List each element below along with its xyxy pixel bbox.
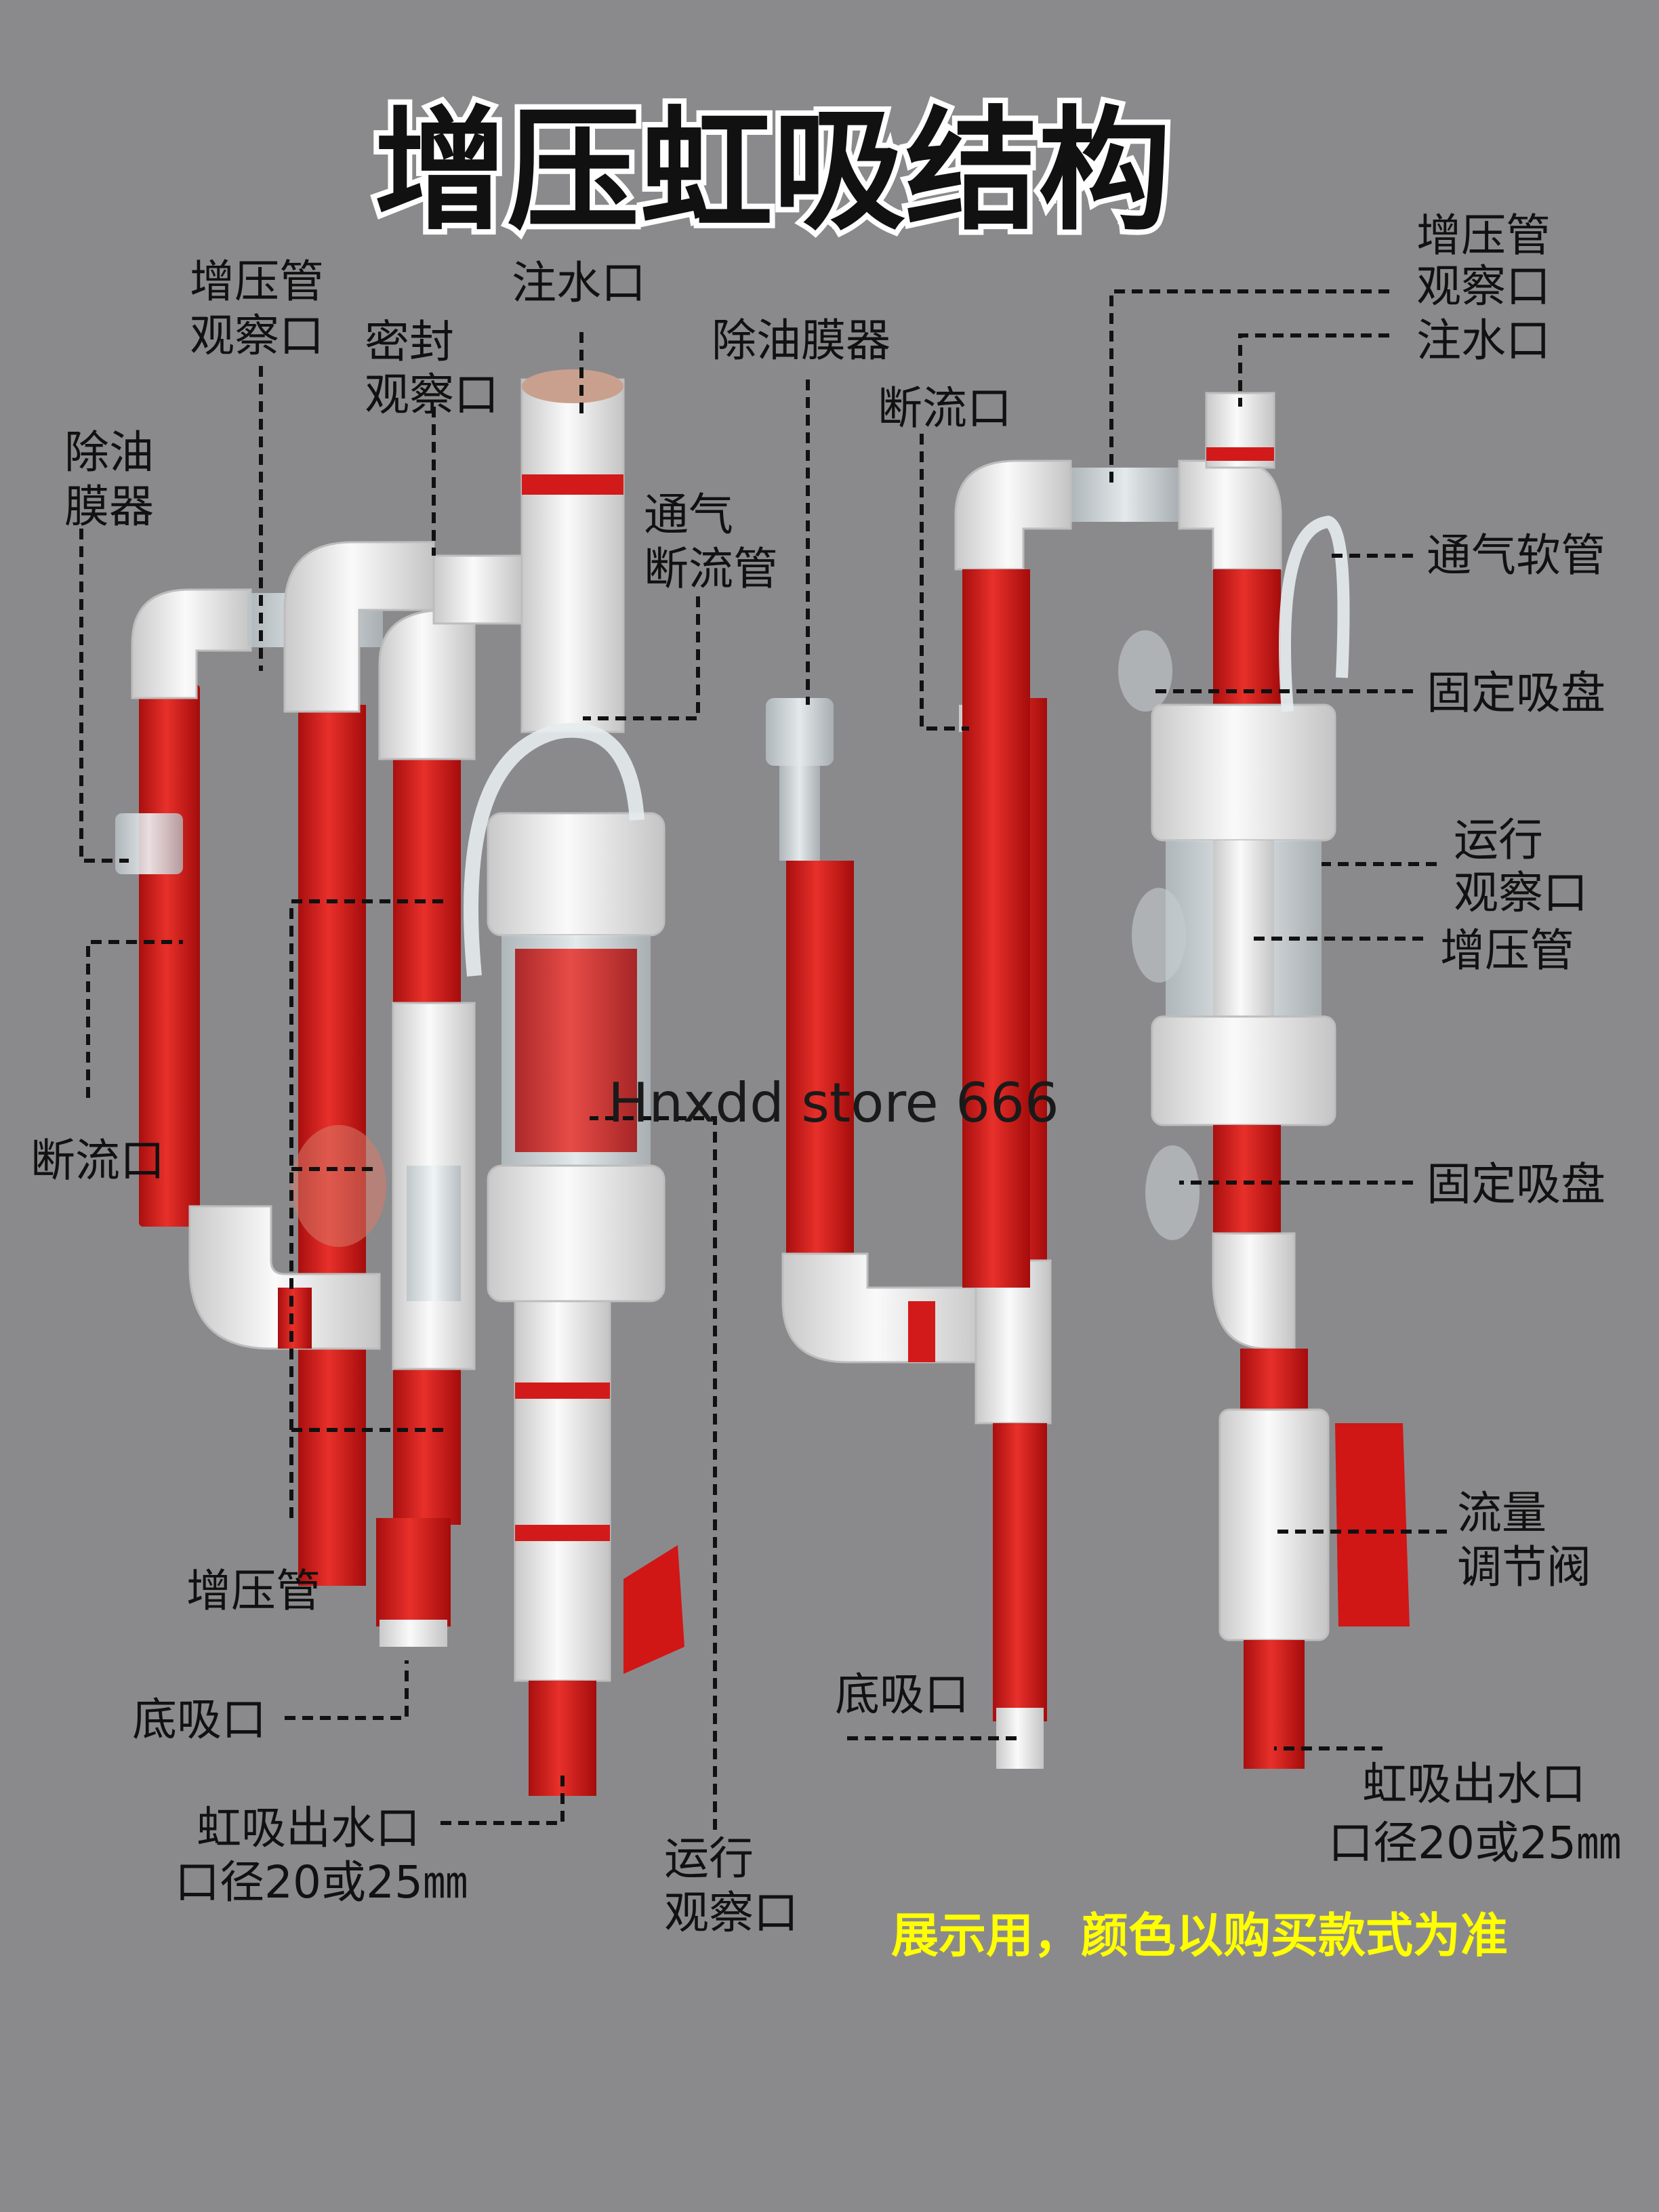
left-fill-opening [522,369,623,403]
left-suction-cup [291,1125,386,1247]
middle-riser-pipe [786,861,854,1254]
label-left-boost-port-1: 增压管 [190,255,324,308]
label-left-bottom-inlet: 底吸口 [132,1694,266,1746]
label-left-boost-tube: 增压管 [186,1565,321,1617]
label-left-seal-port-1: 密封 [365,316,454,368]
label-left-vent-tube-1: 通气 [644,489,733,541]
left-chamber-bottom [487,1164,665,1303]
label-right-flow-valve-1: 流量 [1457,1487,1547,1539]
leader-left-run-port [590,1116,717,1830]
label-left-vent-tube-2: 断流管 [644,543,778,595]
label-right-outlet-2: 口径20或25㎜ [1328,1817,1621,1869]
right-boost-insert [1213,840,1274,1017]
label-left-fill-port: 注水口 [512,257,646,309]
label-left-run-port-2: 观察口 [664,1887,798,1939]
leader-left-bottom-inlet [285,1660,409,1720]
right-left-pipe [962,569,1030,1288]
left-fill-band [522,474,623,495]
left-lower-band-2 [515,1525,610,1541]
leader-left-vent-tube [583,596,700,720]
label-right-vent-hose: 通气软管 [1427,529,1605,581]
left-chamber-red-core [515,949,637,1152]
label-left-outlet-1: 虹吸出水口 [197,1802,420,1854]
label-right-boost-port-2: 观察口 [1416,260,1551,312]
left-assembly [115,369,684,1796]
middle-u-elbow [781,1252,991,1364]
leader-left-skimmer [79,529,129,863]
left-fill-column [520,378,625,733]
left-bottom-elbow [188,1205,381,1350]
left-chamber-top [487,812,665,937]
left-lower-body [514,1300,611,1682]
label-right-run-port-1: 运行 [1454,814,1543,866]
right-elbow-right [1178,459,1282,571]
title: 增压虹吸结构 [374,94,1171,249]
label-left-boost-port-2: 观察口 [190,310,324,362]
right-fill-band [1206,447,1274,461]
label-left-run-port-1: 运行 [664,1832,754,1885]
leader-middle-break-port [920,434,969,731]
label-middle-bottom-inlet: 底吸口 [835,1668,969,1721]
right-assembly [954,392,1410,1769]
right-chamber-bottom [1151,1015,1336,1126]
label-left-skimmer-1: 除油 [64,426,154,478]
right-suction-cup-bottom [1145,1145,1200,1240]
middle-red-coupling [908,1301,935,1362]
right-lower-elbow [1212,1232,1296,1350]
watermark: Hnxdd store 666 [608,1071,1059,1134]
left-side-port [432,554,523,625]
right-valve-handle [1335,1423,1410,1626]
left-lower-band-1 [515,1382,610,1399]
left-bottom-inlet-pipe [376,1518,451,1626]
label-middle-skimmer: 除油膜器 [712,314,890,367]
middle-skimmer-head [766,698,834,766]
middle-skimmer-stem [779,766,820,861]
leader-left-outlet [441,1769,565,1825]
label-left-break-port: 断流口 [30,1134,165,1187]
label-right-boost-tube: 增压管 [1440,924,1574,977]
right-suction-cup-top [1118,630,1172,712]
right-suction-cup-mid [1132,888,1186,983]
label-left-outlet-2: 口径20或25㎜ [175,1856,468,1908]
left-bottom-inlet-cap [380,1620,447,1647]
left-boost-clear [407,1166,461,1301]
label-right-boost-port-1: 增压管 [1416,209,1551,262]
display-note: 展示用，颜色以购买款式为准 [891,1908,1508,1963]
right-chamber-top [1151,703,1336,842]
leader-lines [79,289,1447,1830]
label-middle-break-port: 断流口 [878,382,1012,434]
label-right-outlet-1: 虹吸出水口 [1362,1758,1586,1810]
label-right-run-port-2: 观察口 [1454,867,1588,919]
left-red-coupling [278,1288,312,1349]
label-right-suction-bottom: 固定吸盘 [1427,1158,1605,1210]
labels: 增压管 观察口 密封 观察口 注水口 除油 膜器 通气 断流管 断流口 增压管 … [30,209,1621,1939]
left-vent-hose [464,722,644,977]
right-valve-body [1218,1408,1330,1641]
label-left-skimmer-2: 膜器 [64,480,154,533]
right-elbow-left [954,459,1072,571]
label-right-suction-top: 固定吸盘 [1427,667,1605,719]
leader-right-boost-port [1109,289,1389,488]
middle-bottom-strainer [996,1708,1044,1769]
middle-bottom-pipe [993,1423,1047,1721]
leader-right-fill-port [1238,333,1389,407]
left-elbow-top [131,588,252,699]
leader-left-boost-tube-1 [289,899,447,1518]
leader-left-break-port [86,940,183,1098]
right-clear-coupling [1071,468,1179,522]
left-elbow-front [378,609,476,760]
right-vent-hose [1279,515,1350,712]
label-right-fill-port: 注水口 [1416,314,1551,367]
left-valve-handle [623,1545,684,1674]
left-skimmer-cup [115,813,183,874]
label-right-flow-valve-2: 调节阀 [1457,1541,1591,1593]
label-left-seal-port-2: 观察口 [365,369,499,421]
